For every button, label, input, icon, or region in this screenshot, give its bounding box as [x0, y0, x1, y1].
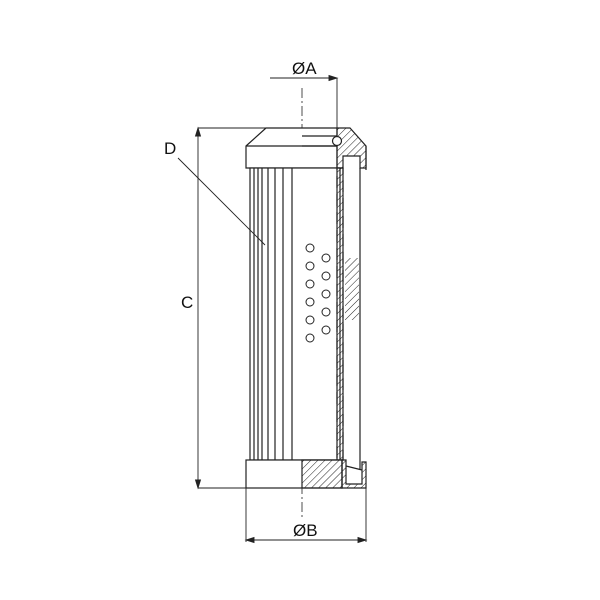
callout-d-label: D [164, 139, 176, 158]
dim-b-label: ØB [293, 521, 318, 540]
support-tube [336, 146, 367, 470]
dim-a-label: ØA [292, 59, 317, 78]
top-end-cap [245, 127, 367, 169]
dim-c-label: C [181, 293, 193, 312]
bottom-end-cap [245, 459, 367, 489]
dimension-c [194, 126, 266, 490]
callout-d-leader [177, 157, 266, 246]
pleated-media [249, 167, 341, 461]
perforation-holes [305, 243, 331, 343]
dimension-b [244, 488, 368, 544]
dimension-a [270, 74, 339, 128]
